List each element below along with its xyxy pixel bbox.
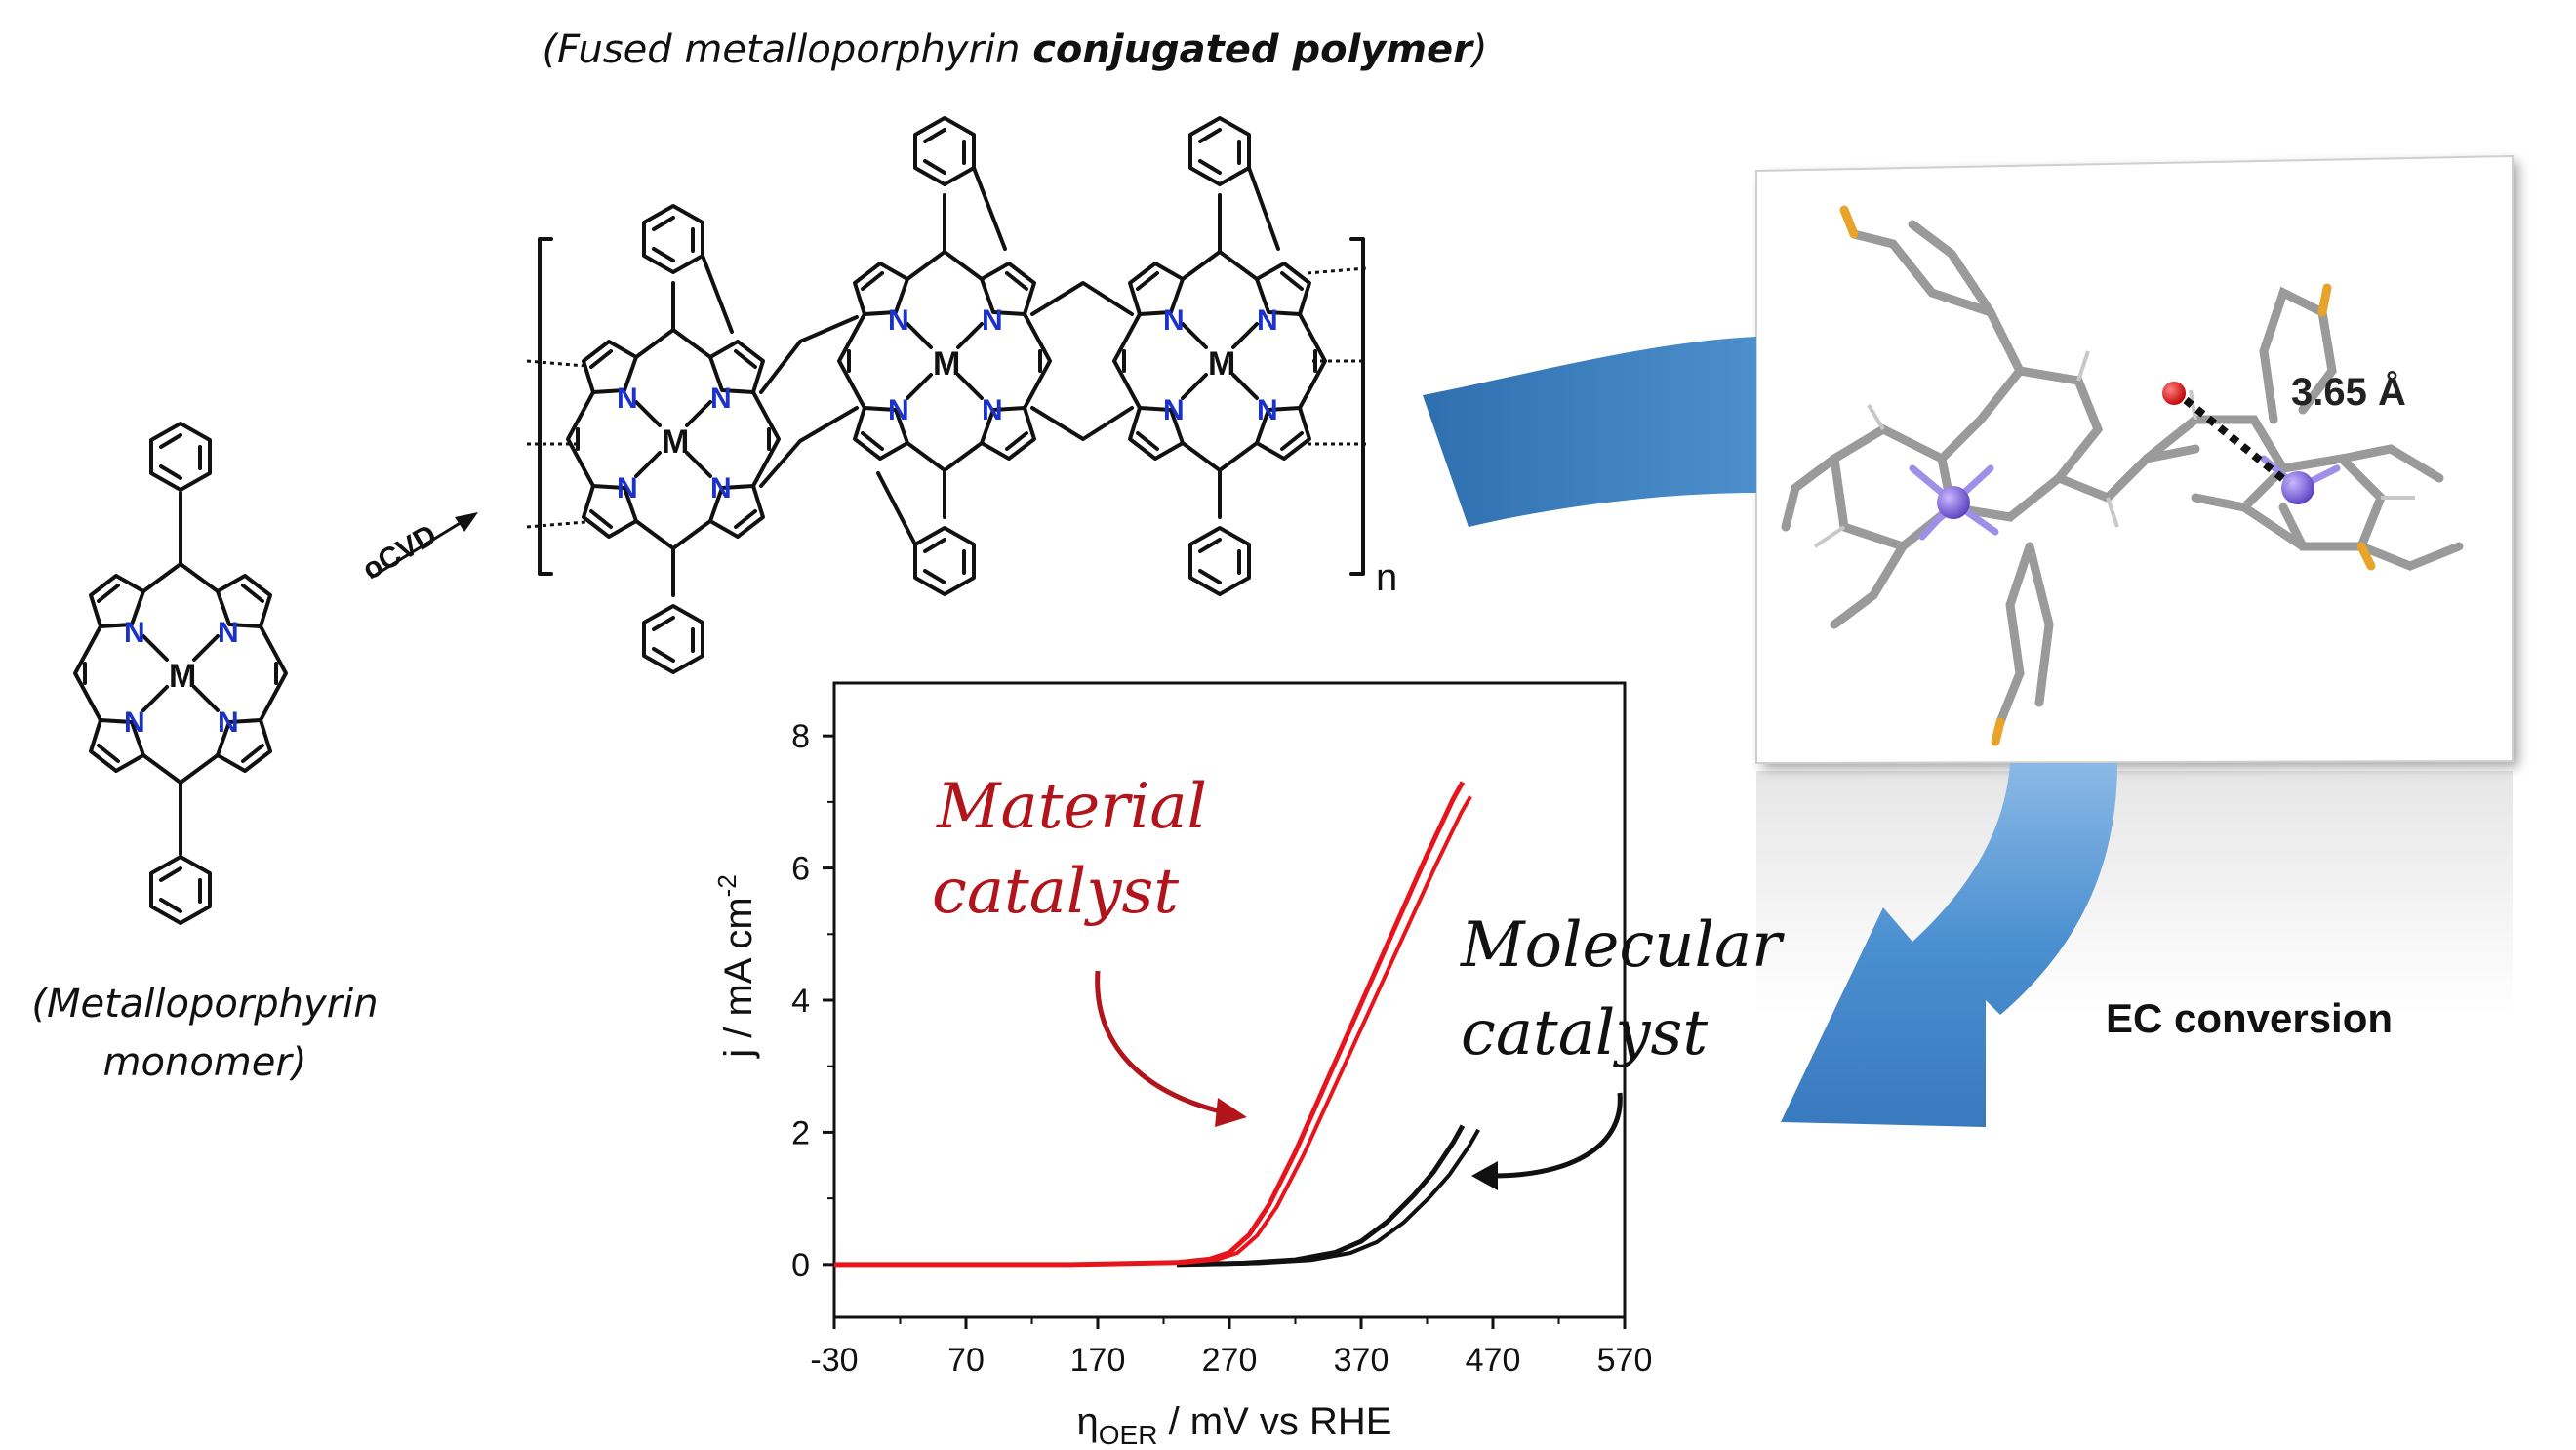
material-annotation-arrow <box>1095 970 1226 1115</box>
svg-text:N: N <box>710 383 732 415</box>
x-axis-label: ηOER / mV vs RHE <box>1077 1400 1392 1450</box>
svg-text:N: N <box>617 383 638 415</box>
y-tick-label: 8 <box>791 718 810 755</box>
ec-conversion-label: EC conversion <box>2106 995 2393 1041</box>
reaction-arrow: oCVD <box>357 512 478 586</box>
svg-text:N: N <box>1163 304 1185 337</box>
svg-text:N: N <box>1163 394 1185 426</box>
molecular-catalyst-label-line1: Molecular <box>1460 909 1785 982</box>
x-tick-label: 470 <box>1466 1342 1521 1379</box>
svg-text:N: N <box>1257 304 1278 337</box>
molecular-catalyst-label-line2: catalyst <box>1461 997 1708 1069</box>
series-molecular-catalyst-return <box>1192 1128 1480 1267</box>
svg-text:M: M <box>662 423 689 461</box>
material-catalyst-label-line2: catalyst <box>932 856 1179 928</box>
svg-text:N: N <box>888 394 909 426</box>
series-material-catalyst <box>834 781 1466 1268</box>
svg-text:N: N <box>218 617 239 649</box>
monomer-caption-line2: monomer) <box>103 1040 307 1085</box>
crystal-structure-panel: 3.65 Å <box>1755 154 2514 1015</box>
y-tick-label: 2 <box>791 1114 810 1151</box>
x-tick-label: 170 <box>1070 1342 1126 1379</box>
svg-text:N: N <box>982 304 1003 337</box>
series-material-catalyst-return <box>842 795 1472 1267</box>
x-tick-label: 270 <box>1202 1342 1258 1379</box>
y-tick-label: 0 <box>791 1247 810 1284</box>
x-tick-label: -30 <box>810 1342 858 1379</box>
oxygen-atom <box>2162 382 2186 405</box>
molecular-annotation-arrow <box>1492 1092 1623 1179</box>
polymer-structure: n <box>526 116 1397 674</box>
metal-atom <box>2281 471 2314 504</box>
polymer-caption: (Fused metalloporphyrin conjugated polym… <box>542 27 1487 72</box>
svg-text:N: N <box>218 706 239 739</box>
svg-text:N: N <box>124 617 145 649</box>
repeat-unit-n: n <box>1376 556 1397 599</box>
monomer-structure: N N N N M <box>73 422 288 925</box>
material-catalyst-label-line1: Material <box>936 771 1207 843</box>
x-tick-label: 570 <box>1597 1342 1653 1379</box>
distance-label: 3.65 Å <box>2291 370 2406 414</box>
x-tick-label: 370 <box>1334 1342 1389 1379</box>
svg-text:N: N <box>124 706 145 739</box>
svg-text:N: N <box>617 472 638 504</box>
distance-line <box>2183 396 2291 487</box>
svg-text:M: M <box>933 345 960 383</box>
blue-curved-arrow <box>1423 337 2117 1127</box>
monomer-caption-line1: (Metalloporphyrin <box>31 982 378 1027</box>
oer-chart: -30 70 170 270 370 470 570 0 2 4 6 8 ηOER / mV vs … <box>712 681 1785 1450</box>
metal-atom <box>1937 486 1970 519</box>
y-tick-label: 4 <box>791 983 810 1020</box>
svg-text:N: N <box>982 394 1003 426</box>
x-tick-label: 70 <box>947 1342 985 1379</box>
svg-text:M: M <box>1208 345 1235 383</box>
svg-text:N: N <box>1257 394 1278 426</box>
reaction-arrow-label: oCVD <box>357 518 442 585</box>
svg-text:N: N <box>888 304 909 337</box>
y-tick-label: 6 <box>791 851 810 888</box>
y-axis-label: j / mA cm-2 <box>712 874 760 1059</box>
svg-text:N: N <box>710 472 732 504</box>
series-molecular-catalyst <box>1176 1124 1466 1268</box>
svg-text:M: M <box>169 658 196 695</box>
